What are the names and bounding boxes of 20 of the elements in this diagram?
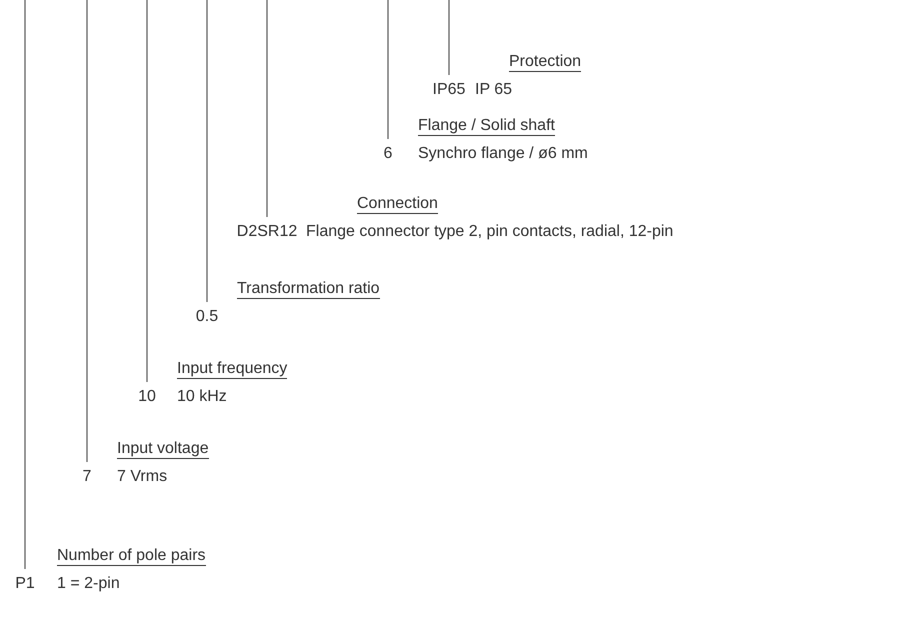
code-value: 0.5	[196, 307, 218, 326]
field-description: 10 kHz	[177, 387, 227, 406]
field-description: Synchro flange / ø6 mm	[418, 144, 588, 163]
field-heading: Number of pole pairs	[57, 546, 206, 566]
code-value: 7	[82, 467, 92, 486]
field-description: Flange connector type 2, pin contacts, radial, 12-pin	[306, 222, 674, 241]
field-heading: Flange / Solid shaft	[418, 116, 555, 136]
field-description: IP 65	[475, 80, 512, 99]
code-value: D2SR12	[236, 222, 298, 241]
code-value: P1	[15, 574, 35, 593]
field-heading: Connection	[357, 194, 438, 214]
field-description: 1 = 2-pin	[57, 574, 120, 593]
field-heading: Input voltage	[117, 439, 209, 459]
code-value: IP65	[432, 80, 466, 99]
field-heading: Protection	[509, 52, 582, 72]
field-heading: Input frequency	[177, 359, 288, 379]
code-value: 10	[138, 387, 156, 406]
code-value: 6	[384, 144, 392, 163]
field-description: 7 Vrms	[117, 467, 168, 486]
field-heading: Transformation ratio	[237, 279, 380, 299]
